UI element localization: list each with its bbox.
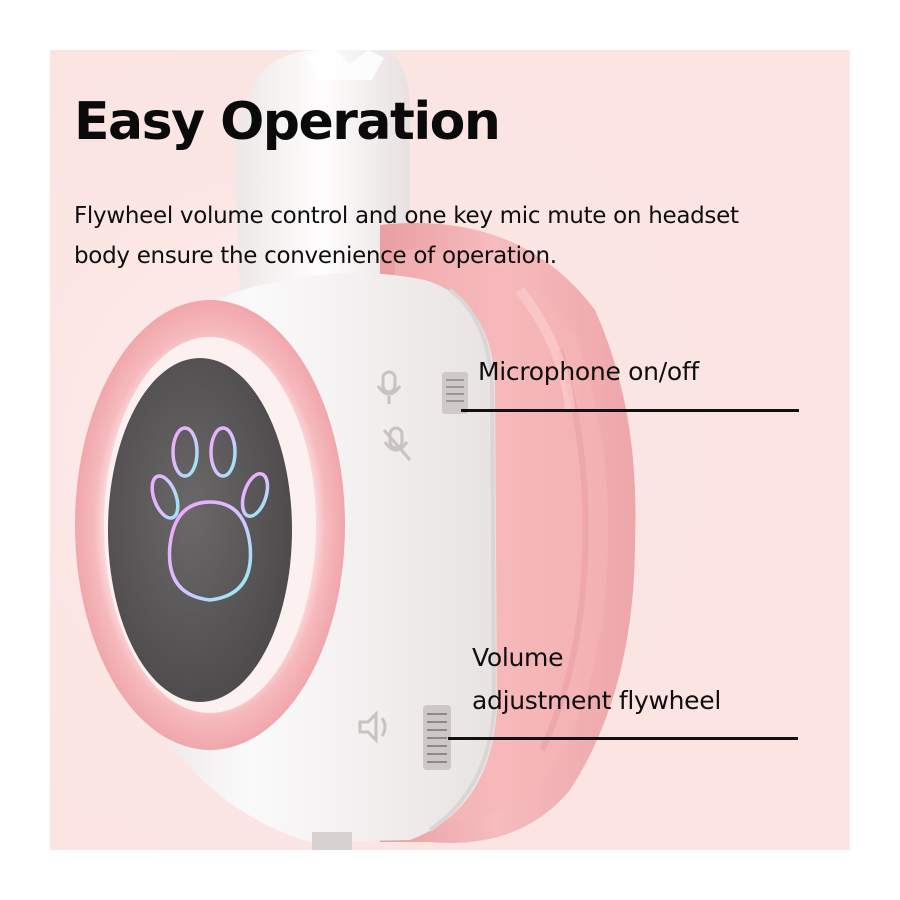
microphone-mute-icon xyxy=(382,426,412,461)
microphone-callout-line xyxy=(461,409,799,412)
volume-icon xyxy=(358,710,387,744)
headset-illustration xyxy=(50,50,850,850)
mic-switch xyxy=(442,372,468,414)
microphone-callout-label: Microphone on/off xyxy=(478,357,699,386)
volume-callout-line xyxy=(448,737,798,740)
paw-print-icon xyxy=(150,426,270,602)
product-banner: Easy Operation Flywheel volume control a… xyxy=(50,50,850,850)
headline: Easy Operation xyxy=(74,92,501,152)
volume-callout-line2: adjustment flywheel xyxy=(472,686,721,715)
microphone-icon xyxy=(376,370,402,404)
volume-callout-line1: Volume xyxy=(472,643,564,672)
volume-wheel xyxy=(423,705,451,770)
volume-callout-label: Volume adjustment flywheel xyxy=(472,636,721,722)
subheadline: Flywheel volume control and one key mic … xyxy=(74,203,739,269)
ear-cup-plate xyxy=(108,358,292,702)
